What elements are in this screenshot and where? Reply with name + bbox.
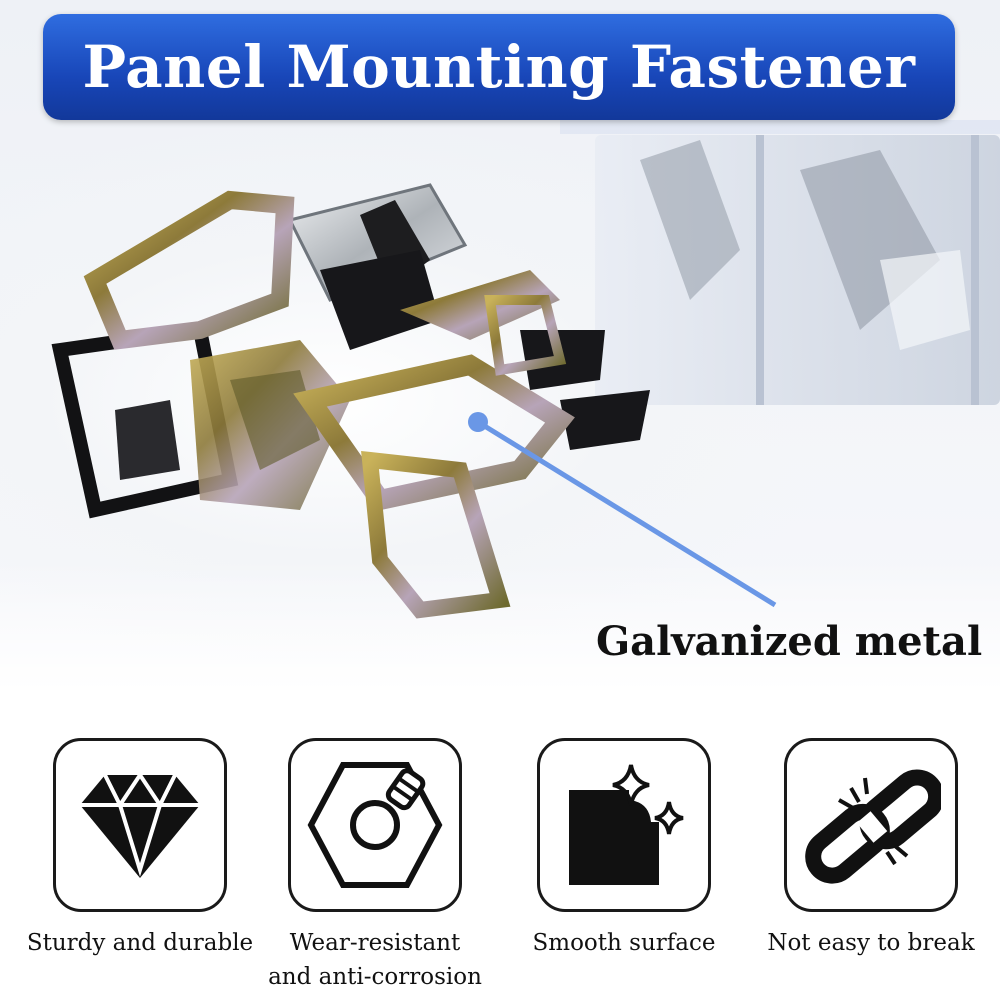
feature-icon-box: [537, 738, 711, 912]
feature-label-line1: Wear-resistant: [289, 930, 461, 956]
product-photo: [51, 135, 1000, 619]
feature-label: Sturdy and durable: [26, 930, 254, 956]
feature-label-line2: and anti-corrosion: [268, 964, 482, 990]
feature-icon-box: [53, 738, 227, 912]
feature-smooth-surface: Smooth surface: [504, 738, 744, 960]
feature-label: Not easy to break: [767, 930, 975, 956]
sparkle-square-icon: [569, 764, 684, 885]
broken-chain-icon: [805, 769, 941, 884]
feature-icon-box: [784, 738, 958, 912]
callout-label: Galvanized metal: [596, 618, 983, 665]
storage-box: [595, 135, 1000, 405]
page-title: Panel Mounting Fastener: [82, 33, 916, 101]
background-stripe: [560, 120, 1000, 134]
diamond-icon: [80, 771, 200, 878]
feature-icon-box: [288, 738, 462, 912]
hex-nut-icon: [307, 762, 443, 888]
feature-label: Wear-resistant and anti-corrosion: [255, 926, 495, 994]
feature-not-easy-to-break: Not easy to break: [751, 738, 991, 960]
feature-wear-resistant: Wear-resistant and anti-corrosion: [255, 738, 495, 994]
callout-pointer: [468, 412, 777, 608]
galvanized-clip: [83, 190, 575, 619]
feature-label: Smooth surface: [532, 930, 716, 956]
feature-sturdy: Sturdy and durable: [20, 738, 260, 960]
title-banner: Panel Mounting Fastener: [43, 14, 955, 120]
